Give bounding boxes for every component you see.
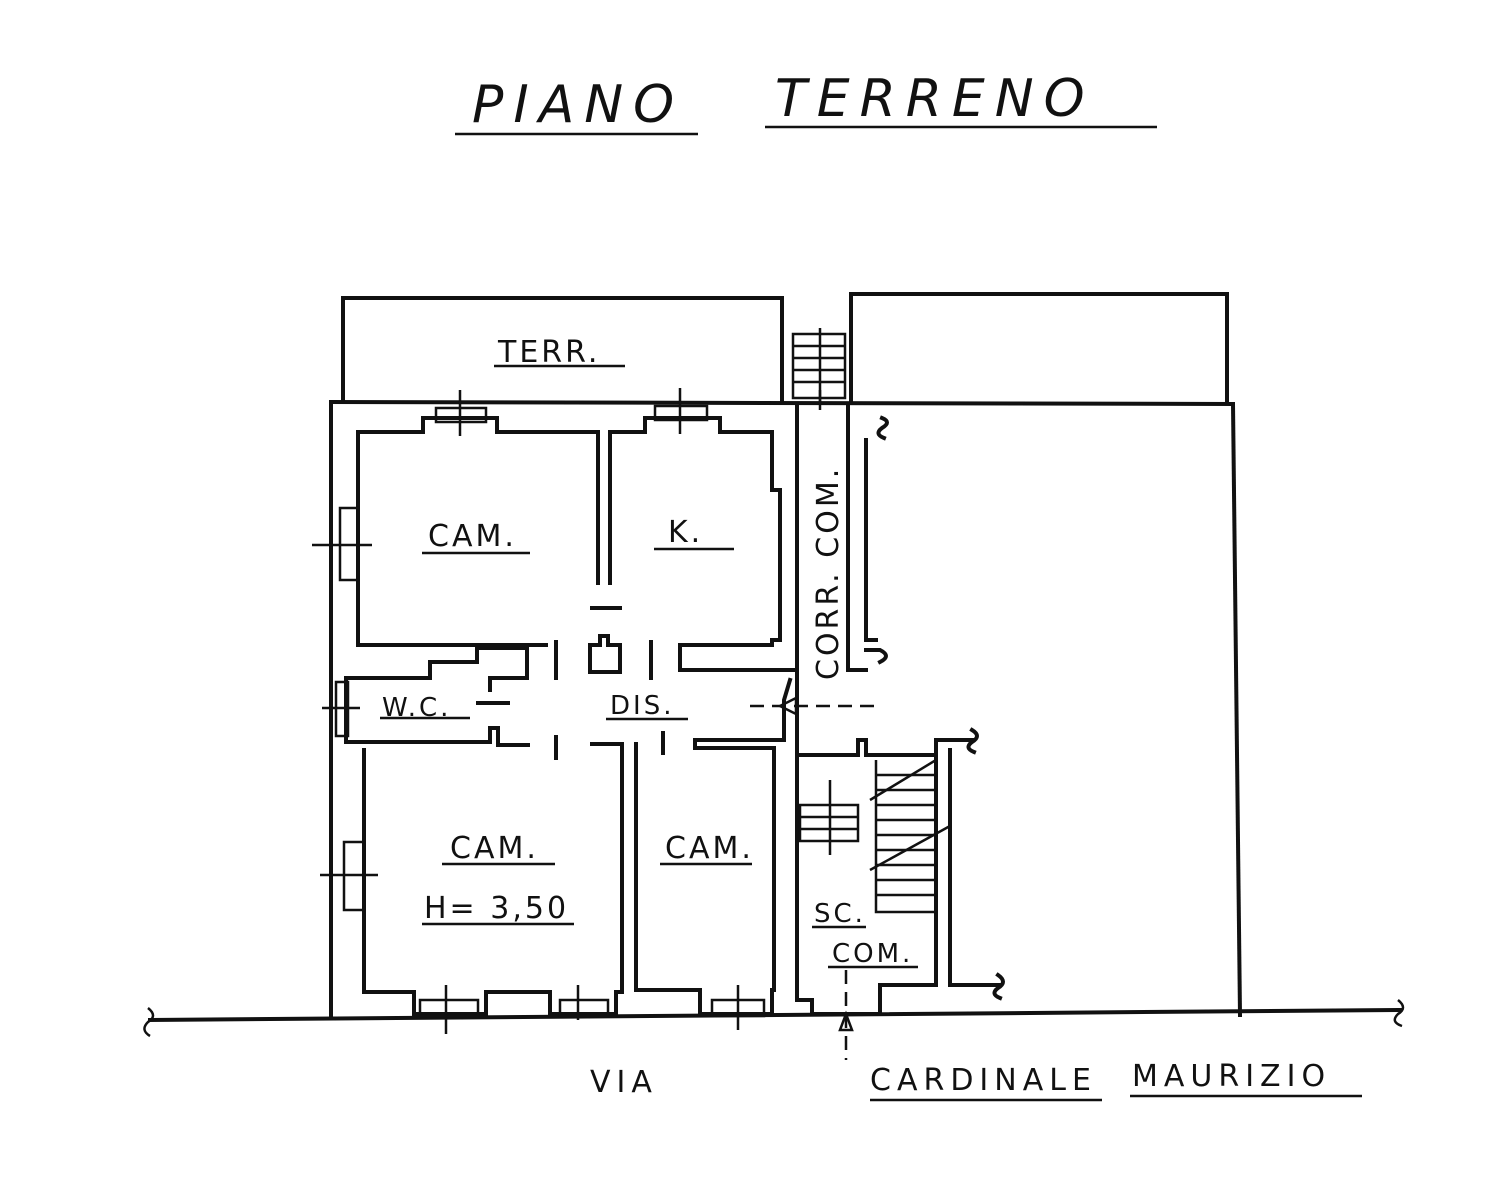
room-labels: TERR. CAM. K. CORR. COM. W.C. DIS. CAM. … <box>380 335 918 969</box>
street-name: VIA CARDINALE MAURIZIO <box>590 1059 1362 1102</box>
street-prefix: VIA <box>590 1065 658 1100</box>
title-terreno: TERRENO <box>775 69 1095 129</box>
label-stair-line2: COM. <box>832 939 913 969</box>
label-corridor: CORR. COM. <box>811 466 846 680</box>
street-name-2: MAURIZIO <box>1132 1059 1331 1094</box>
interior-walls <box>344 403 1005 1016</box>
label-height: H= 3,50 <box>424 891 569 926</box>
dashed-axes <box>750 390 875 1060</box>
label-bedroom-bottom: CAM. <box>450 831 539 866</box>
plan-title: PIANO TERRENO <box>455 69 1157 136</box>
label-stair-line1: SC. <box>814 899 866 929</box>
label-terrace: TERR. <box>497 335 600 370</box>
label-bedroom-top: CAM. <box>428 519 517 554</box>
label-kitchen: K. <box>668 515 703 550</box>
label-landing: DIS. <box>610 691 674 721</box>
stairs <box>791 332 951 914</box>
exterior-walls <box>143 399 1405 1038</box>
title-piano: PIANO <box>472 75 684 135</box>
street-name-1: CARDINALE <box>870 1063 1097 1098</box>
label-bedroom-small: CAM. <box>665 831 754 866</box>
terrace-outlines <box>341 292 1229 404</box>
